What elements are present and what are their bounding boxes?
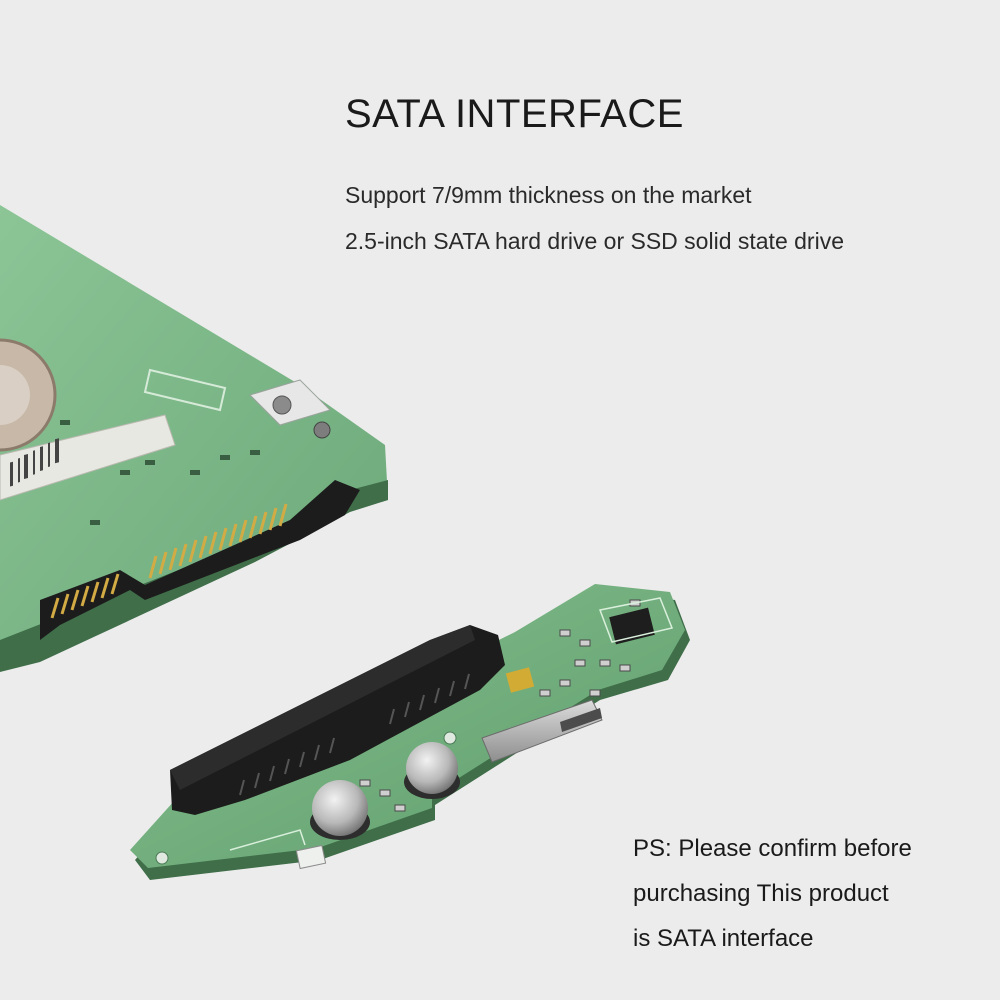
feature-description: Support 7/9mm thickness on the market 2.… xyxy=(345,172,844,264)
hard-drive xyxy=(0,205,388,672)
purchase-note: PS: Please confirm before purchasing Thi… xyxy=(633,826,912,961)
note-line: is SATA interface xyxy=(633,925,814,952)
mounting-screw xyxy=(313,421,331,439)
description-line: 2.5-inch SATA hard drive or SSD solid st… xyxy=(345,228,844,254)
description-line: Support 7/9mm thickness on the market xyxy=(345,182,752,208)
sata-adapter-board xyxy=(130,584,690,880)
barcode-label xyxy=(0,414,176,501)
status-led xyxy=(295,844,327,870)
note-line: PS: Please confirm before xyxy=(633,835,912,862)
page-title: SATA INTERFACE xyxy=(345,92,684,136)
adapter-sata-connector xyxy=(170,625,505,815)
controller-chip-small xyxy=(505,667,535,693)
hard-drive-pcb xyxy=(0,205,388,670)
usb-micro-b-port xyxy=(481,699,603,763)
mounting-screw xyxy=(272,395,292,415)
capacitor xyxy=(310,780,370,840)
capacitor xyxy=(404,742,460,799)
note-line: purchasing This product xyxy=(633,880,889,907)
hdd-sata-pins xyxy=(50,503,288,619)
hdd-sata-connector xyxy=(40,480,360,640)
